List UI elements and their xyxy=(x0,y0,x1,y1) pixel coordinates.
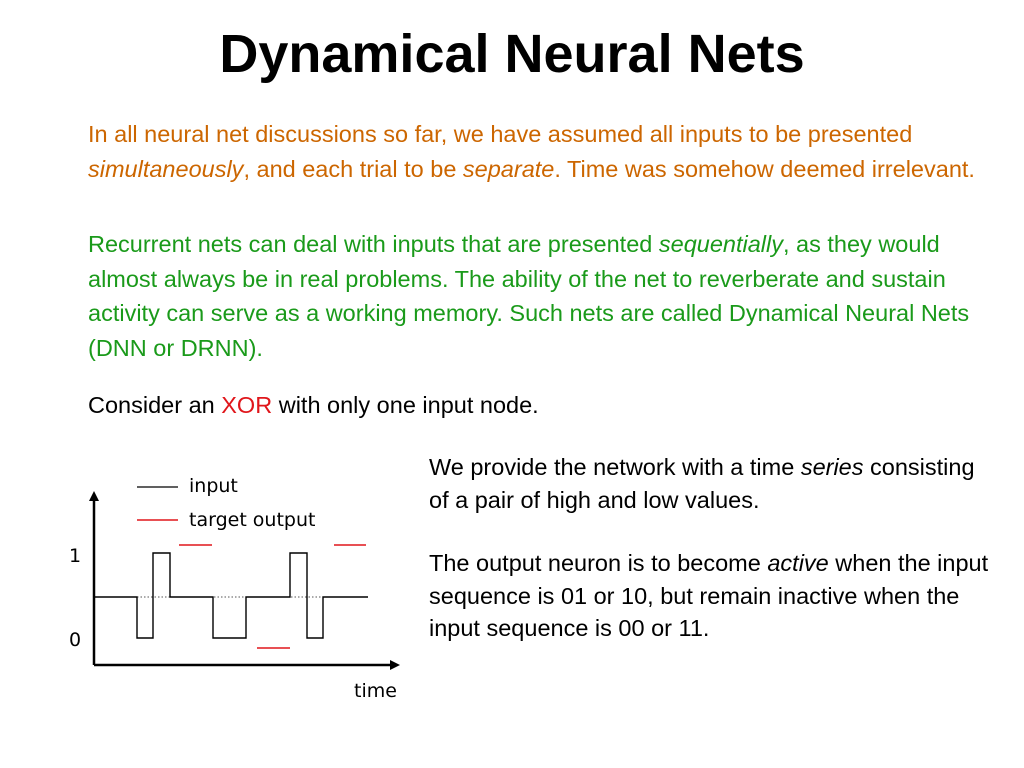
xor-timing-diagram: input target output 1 0 time xyxy=(69,475,400,702)
xor-text: with only one input node. xyxy=(272,392,539,418)
recurrent-text: Recurrent nets can deal with inputs that… xyxy=(88,231,659,257)
output-neuron-text: The output neuron is to become xyxy=(429,550,768,576)
emphasis-active: active xyxy=(767,550,829,576)
emphasis-series: series xyxy=(800,454,864,480)
emphasis-simultaneously: simultaneously xyxy=(88,155,244,182)
intro-text: , and each trial to be xyxy=(243,155,463,182)
intro-text: . Time was somehow deemed irrelevant. xyxy=(554,155,975,182)
output-neuron-paragraph: The output neuron is to become active wh… xyxy=(429,547,989,645)
input-waveform xyxy=(95,552,368,639)
time-series-paragraph: We provide the network with a time serie… xyxy=(429,451,989,516)
legend-target-label: target output xyxy=(189,509,315,531)
intro-paragraph: In all neural net discussions so far, we… xyxy=(88,117,988,186)
output-neuron-text: when the input sequence is 01 or 10, but… xyxy=(429,550,989,641)
recurrent-paragraph: Recurrent nets can deal with inputs that… xyxy=(88,227,988,365)
xor-text: Consider an xyxy=(88,392,222,418)
x-axis-label: time xyxy=(354,680,397,702)
legend-input-label: input xyxy=(189,475,238,497)
time-series-text: We provide the network with a time xyxy=(429,454,801,480)
intro-text: In all neural net discussions so far, we… xyxy=(88,121,913,147)
emphasis-separate: separate xyxy=(462,155,555,182)
time-series-text: consisting of a pair of high and low val… xyxy=(429,454,975,513)
slide-title: Dynamical Neural Nets xyxy=(219,24,805,84)
xor-paragraph: Consider an XOR with only one input node… xyxy=(88,388,988,423)
y-axis-high-label: 1 xyxy=(69,545,81,567)
y-axis-low-label: 0 xyxy=(69,629,81,651)
recurrent-text: , as they would almost always be in real… xyxy=(88,231,970,361)
emphasis-sequentially: sequentially xyxy=(658,231,783,257)
xor-highlight: XOR xyxy=(221,392,273,418)
